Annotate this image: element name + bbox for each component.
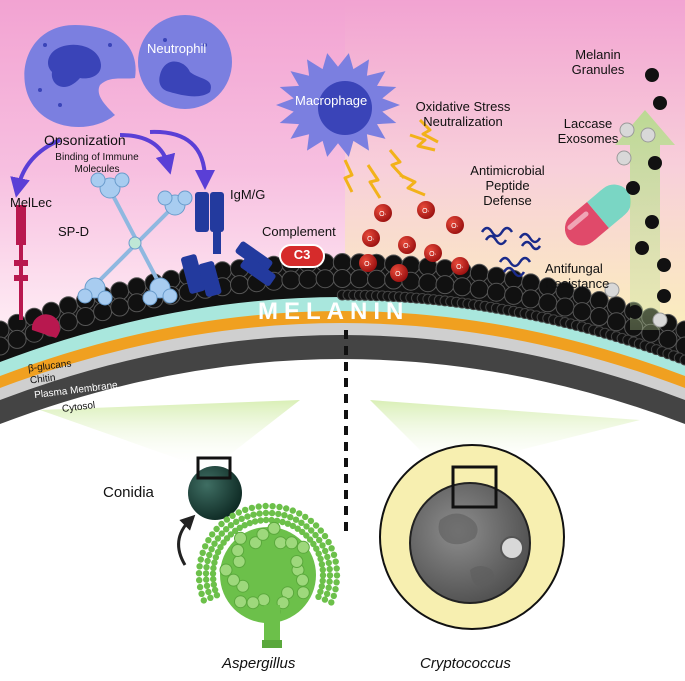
neutrophil-label: Neutrophil [147,41,207,56]
igmg-label: IgM/G [230,187,266,202]
binding-label: Binding of Immune Molecules [55,152,139,175]
mellec-receptor [14,205,60,338]
antimicrobial-label: Antimicrobial Peptide Defense [470,163,545,208]
aspergillus-label: Aspergillus [222,655,296,672]
svg-text:O·: O· [456,264,464,271]
svg-text:O·: O· [422,208,430,215]
igmg-antibody [181,192,276,297]
macrophage-cell [276,53,400,157]
complement-label: Complement [262,224,336,239]
conidia-cell [188,456,242,520]
cryptococcus-label: Cryptococcus [420,655,511,672]
svg-text:O·: O· [395,271,403,278]
melanin-granules-label: Melanin Granules [571,47,625,77]
opsonization-label: Opsonization [44,132,126,148]
svg-text:O·: O· [403,243,411,250]
melanin-title: MELANIN [258,298,410,325]
oxidative-burst-bolts [343,118,439,199]
neutrophil-cell [138,15,232,109]
opsonization-arrows [10,129,215,198]
laccase-exosomes-label: Laccase Exosomes [557,116,619,146]
neutrophil-cell-left [24,25,136,127]
antifungal-label: Antifungal Resistance [545,261,610,291]
aspergillus-zoom-cone [40,400,300,470]
oxygen-radicals: O· O· O· O· O· O· O· O· O· [359,201,469,282]
svg-text:O·: O· [367,236,375,243]
conidia-label: Conidia [103,484,154,501]
macrophage-label: Macrophage [295,93,368,108]
svg-text:O·: O· [429,251,437,258]
svg-text:O·: O· [451,223,459,230]
spd-label: SP-D [58,224,90,239]
cryptococcus-cell [379,444,565,630]
oxidative-stress-label: Oxidative Stress Neutralization [415,99,511,129]
c3-label: C3 [293,247,311,262]
conidia-release-arrow [177,514,196,566]
antifungal-capsule [564,184,632,246]
aspergillus-conidiophore [195,502,341,648]
antimicrobial-peptides [480,226,542,278]
svg-text:O·: O· [364,261,372,268]
c3-badge [279,244,325,268]
cell-wall [0,253,685,424]
spd-molecule [77,172,193,306]
svg-text:O·: O· [379,211,387,218]
melanin-granules-dots [604,68,671,328]
mellec-label: MelLec [10,195,52,210]
